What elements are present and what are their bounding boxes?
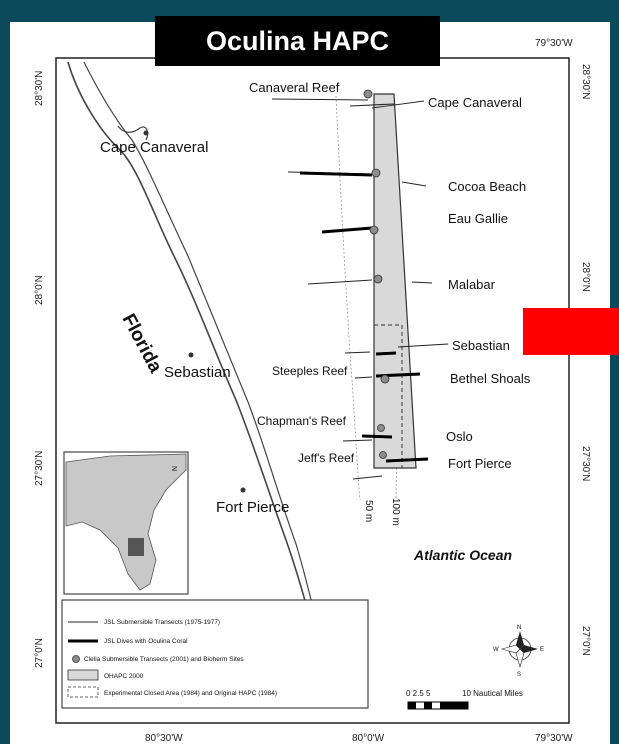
label-depth-50m: 50 m (363, 500, 374, 522)
inset-compass-n: N (170, 466, 177, 471)
label-eau-gallie: Eau Gallie (448, 211, 508, 226)
coord-left-1: 28°30'N (34, 71, 45, 106)
label-sebastian-land: Sebastian (164, 364, 231, 381)
sebastian-dot (188, 352, 194, 358)
scale-bar: 0 2.5 5 10 Nautical Miles (406, 689, 523, 710)
compass-w-label: W (493, 647, 499, 653)
label-malabar: Malabar (448, 277, 496, 292)
label-chapmans-reef: Chapman's Reef (257, 414, 347, 428)
fort-pierce-dot (240, 487, 246, 493)
coord-top-right: 79°30'W (535, 38, 573, 49)
legend-clelia-label: Clelia Submersible Transects (2001) and … (84, 656, 244, 663)
compass-s-label: S (517, 672, 521, 678)
legend-closed-label: Experimental Closed Area (1984) and Orig… (104, 690, 277, 697)
label-depth-100m: 100 m (390, 498, 401, 526)
leader-lines (371, 100, 449, 348)
label-florida: Florida (118, 310, 166, 376)
experimental-closed-area (373, 324, 403, 469)
label-oslo: Oslo (446, 429, 473, 444)
label-atlantic-ocean: Atlantic Ocean (413, 547, 512, 563)
label-fort-pierce-land: Fort Pierce (216, 499, 289, 516)
label-cape-canaveral-land: Cape Canaveral (100, 139, 208, 156)
legend-clelia-swatch (72, 655, 80, 663)
jsl-dives (299, 171, 429, 463)
slide-title: Oculina HAPC (155, 16, 440, 66)
coord-right-3: 27°30'N (580, 446, 591, 481)
compass-e-label: E (540, 647, 544, 653)
legend-ohapc-swatch (67, 669, 99, 681)
legend-dives-label: JSL Dives with Oculina Coral (104, 638, 188, 645)
coord-bottom-2: 80°0'W (352, 733, 385, 744)
compass-n-label: N (517, 625, 521, 631)
coord-bottom-1: 80°30'W (145, 733, 183, 744)
barrier-island (83, 61, 327, 663)
label-steeples-reef: Steeples Reef (272, 364, 348, 378)
legend-ohapc-label: OHAPC 2000 (104, 673, 144, 680)
redaction-box (523, 308, 619, 355)
cape-canaveral-dot (143, 130, 149, 136)
label-fort-pierce-sea: Fort Pierce (448, 456, 512, 471)
compass-rose: N S E W (493, 625, 544, 678)
inset-map: N (63, 451, 189, 595)
coord-right-2: 28°0'N (580, 262, 591, 292)
label-cape-canaveral-sea: Cape Canaveral (428, 95, 522, 110)
label-jeffs-reef: Jeff's Reef (298, 451, 355, 465)
scale-label: 10 Nautical Miles (462, 689, 523, 698)
coord-left-4: 27°0'N (34, 638, 45, 668)
label-canaveral-reef: Canaveral Reef (249, 80, 340, 95)
label-cocoa-beach: Cocoa Beach (448, 179, 526, 194)
coord-right-1: 28°30'N (580, 64, 591, 99)
label-bethel-shoals: Bethel Shoals (450, 371, 531, 386)
legend-closed-swatch (67, 686, 99, 698)
coastline (67, 61, 321, 661)
legend: JSL Submersible Transects (1975-1977) JS… (61, 599, 369, 709)
coord-right-4: 27°0'N (580, 626, 591, 656)
label-sebastian-sea: Sebastian (452, 338, 510, 353)
legend-transects-label: JSL Submersible Transects (1975-1977) (104, 619, 220, 626)
clelia-sites (363, 89, 390, 459)
contour-50m (335, 95, 361, 501)
coord-left-2: 28°0'N (34, 275, 45, 305)
scale-ticks: 0 2.5 5 (406, 689, 431, 698)
coord-bottom-3: 79°30'W (535, 733, 573, 744)
coord-left-3: 27°30'N (34, 451, 45, 486)
